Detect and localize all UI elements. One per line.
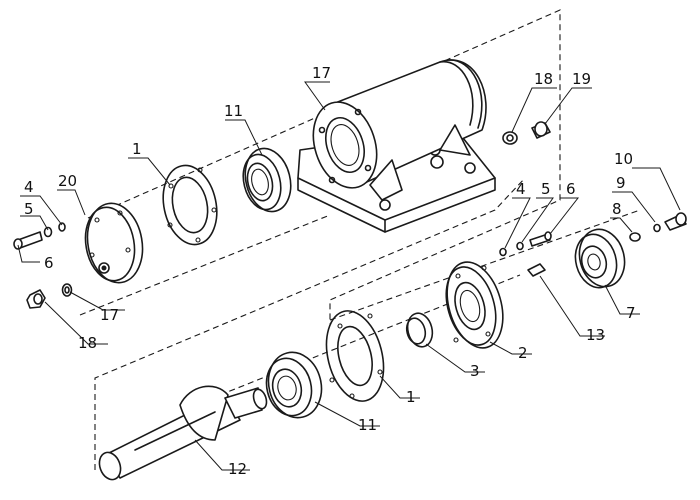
pulley <box>574 228 626 289</box>
callout-label: 17 <box>312 64 331 82</box>
callout-label: 2 <box>518 344 528 362</box>
callout-label: 13 <box>586 326 605 344</box>
right-plug-assembly <box>502 121 551 145</box>
housing-gusset <box>439 124 471 156</box>
base-bolt-hole <box>464 162 476 174</box>
callout-label: 20 <box>58 172 77 190</box>
callout-label: 11 <box>224 102 243 120</box>
callout-label: 17 <box>100 306 119 324</box>
bearing-housing <box>297 59 496 233</box>
callout-label: 10 <box>614 150 633 168</box>
left-cover-axis <box>79 214 331 316</box>
gasket-lower <box>325 310 385 402</box>
callout-label: 5 <box>541 180 551 198</box>
shaft-axis <box>329 209 641 321</box>
callout-label: 4 <box>24 178 34 196</box>
callout-label: 18 <box>78 334 97 352</box>
right-bolt-assembly <box>499 231 552 257</box>
callout-label: 4 <box>516 180 526 198</box>
oil-seal <box>405 312 434 348</box>
bearing-upper <box>242 147 292 213</box>
callout-label: 8 <box>612 200 622 218</box>
eccentric-shaft <box>98 385 268 481</box>
housing-bore <box>325 116 365 174</box>
callout-label: 6 <box>44 254 54 272</box>
callout-label: 5 <box>24 200 34 218</box>
callout-label: 3 <box>470 362 480 380</box>
left-bolt-assembly <box>13 222 66 250</box>
base-bolt-hole <box>379 199 391 211</box>
callout-label: 9 <box>616 174 626 192</box>
lower-assembly-axis <box>94 177 526 470</box>
callout-label: 12 <box>228 460 247 478</box>
callout-labels: 17 11 1 20 4 5 6 17 18 18 19 10 9 8 4 5 … <box>24 64 636 478</box>
housing-rear-ring <box>439 61 474 126</box>
callout-label: 11 <box>358 416 377 434</box>
callout-label: 1 <box>406 388 416 406</box>
callout-label: 1 <box>132 140 142 158</box>
callout-label: 6 <box>566 180 576 198</box>
callout-label: 19 <box>572 70 591 88</box>
left-plug-assembly <box>26 283 73 309</box>
gasket-upper <box>162 164 218 246</box>
pulley-bolt-assembly <box>629 212 687 242</box>
shaft-key <box>527 263 546 277</box>
callout-label: 7 <box>626 304 636 322</box>
leader-lines <box>17 81 681 471</box>
end-cover <box>84 202 144 284</box>
callout-label: 18 <box>534 70 553 88</box>
bearing-lower <box>265 351 323 419</box>
flanged-cover <box>445 261 504 349</box>
housing-gusset <box>369 159 403 201</box>
